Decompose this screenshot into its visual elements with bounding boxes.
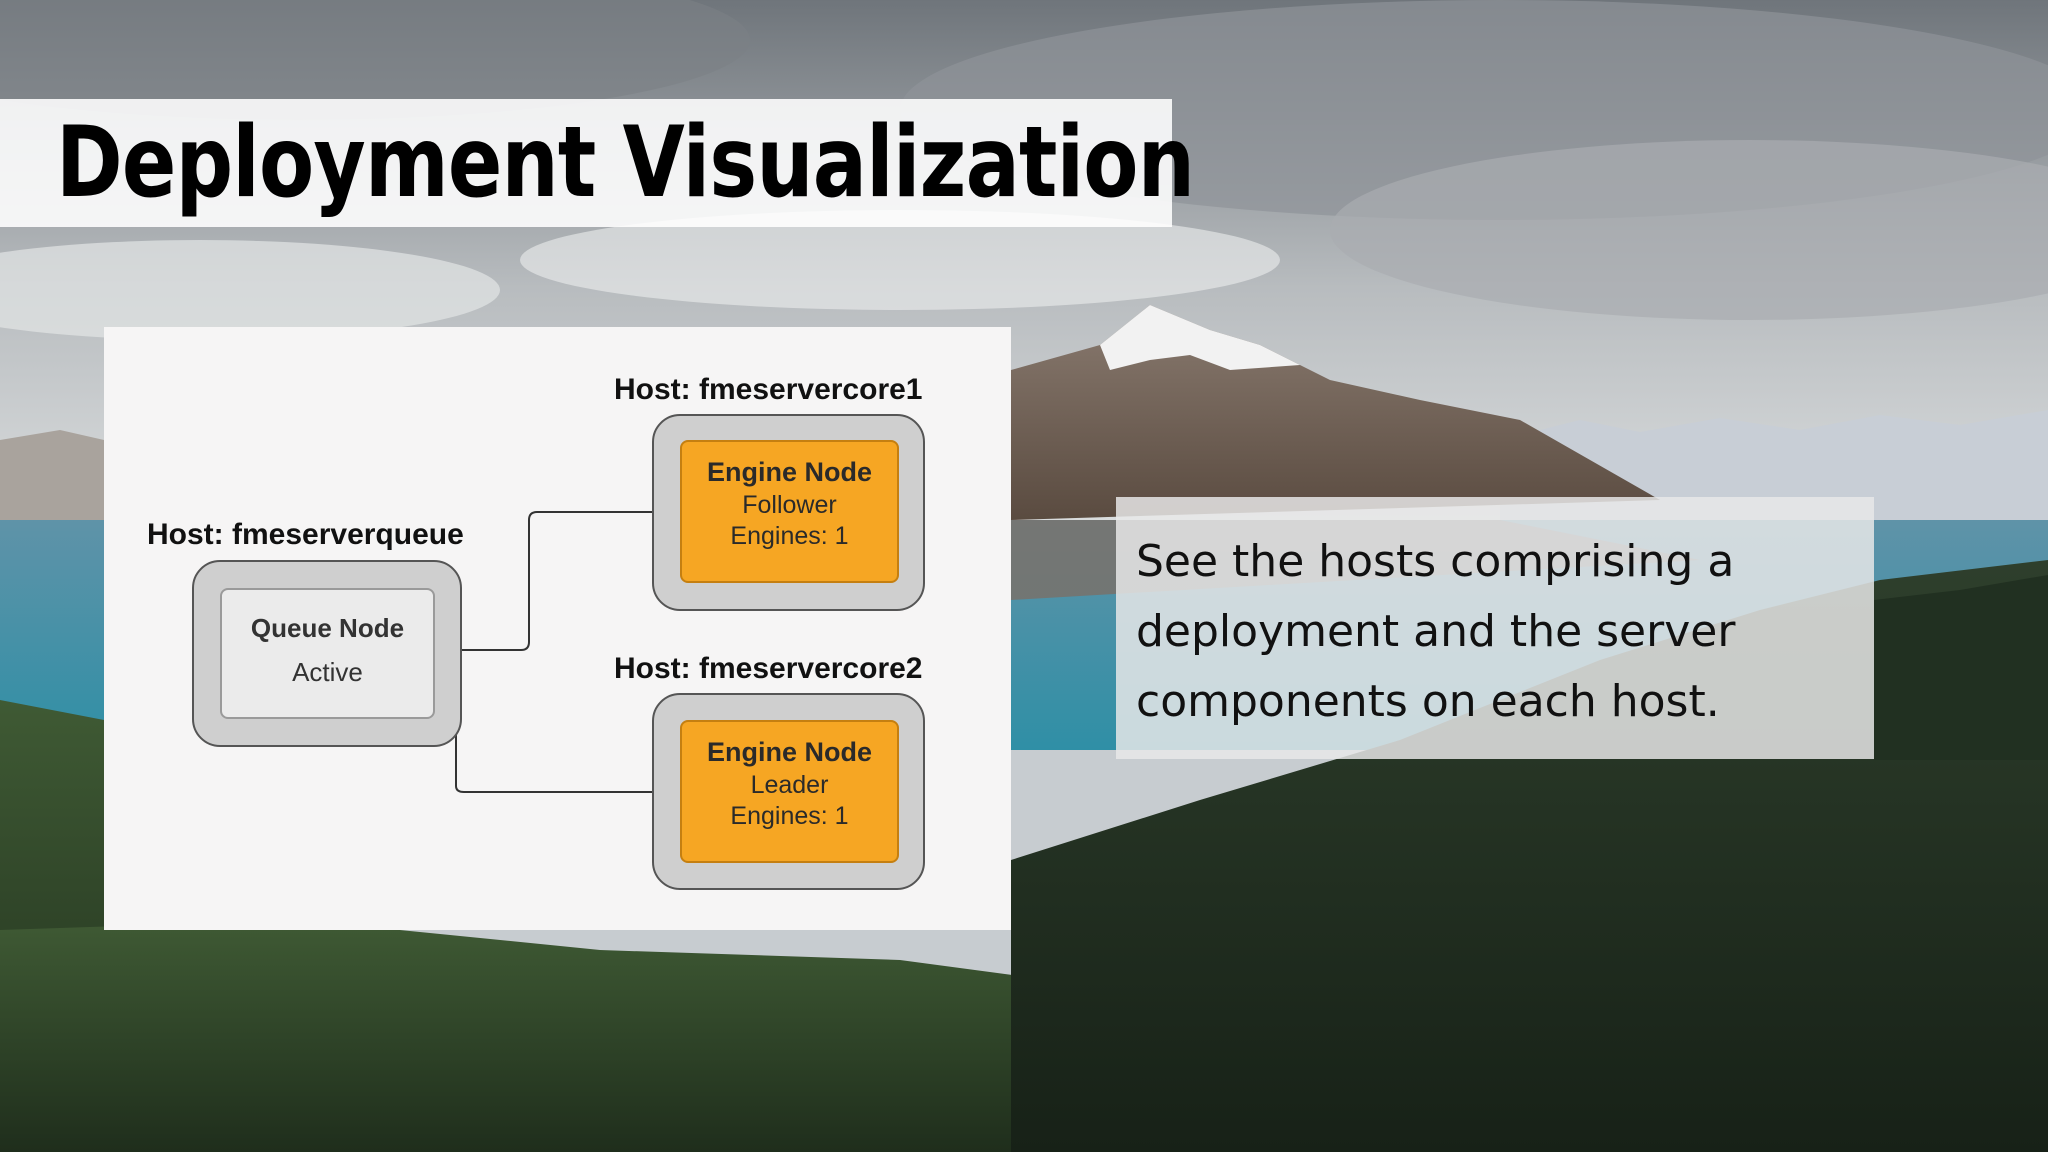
description-box: See the hosts comprising a deployment an… [1116, 497, 1874, 759]
engine-node-title: Engine Node [706, 737, 872, 767]
host-label-queue: Host: fmeserverqueue [147, 518, 464, 551]
connector-queue-to-core1 [431, 511, 682, 651]
queue-node-title: Queue Node [250, 613, 405, 643]
description-text: See the hosts comprising a deployment an… [1136, 536, 1736, 727]
connector-lines [431, 511, 682, 793]
queue-node-status: Active [292, 657, 363, 687]
host-label-core2: Host: fmeservercore2 [614, 652, 923, 685]
engine-node-count: Engines: 1 [730, 802, 849, 830]
host-label-core1: Host: fmeservercore1 [614, 373, 923, 406]
queue-node[interactable]: Queue Node Active [220, 588, 435, 719]
title-band: Deployment Visualization [0, 99, 1195, 227]
connector-queue-to-core2 [431, 649, 682, 793]
engine-node-role: Leader [750, 771, 829, 799]
engine-node-leader[interactable]: Engine Node Leader Engines: 1 [680, 720, 899, 863]
engine-node-role: Follower [742, 491, 837, 519]
deployment-diagram: Host: fmeserverqueue Queue Node Active H… [104, 327, 1011, 930]
slide-title: Deployment Visualization [56, 106, 1195, 220]
engine-node-count: Engines: 1 [730, 522, 849, 550]
engine-node-title: Engine Node [706, 457, 872, 487]
engine-node-follower[interactable]: Engine Node Follower Engines: 1 [680, 440, 899, 583]
